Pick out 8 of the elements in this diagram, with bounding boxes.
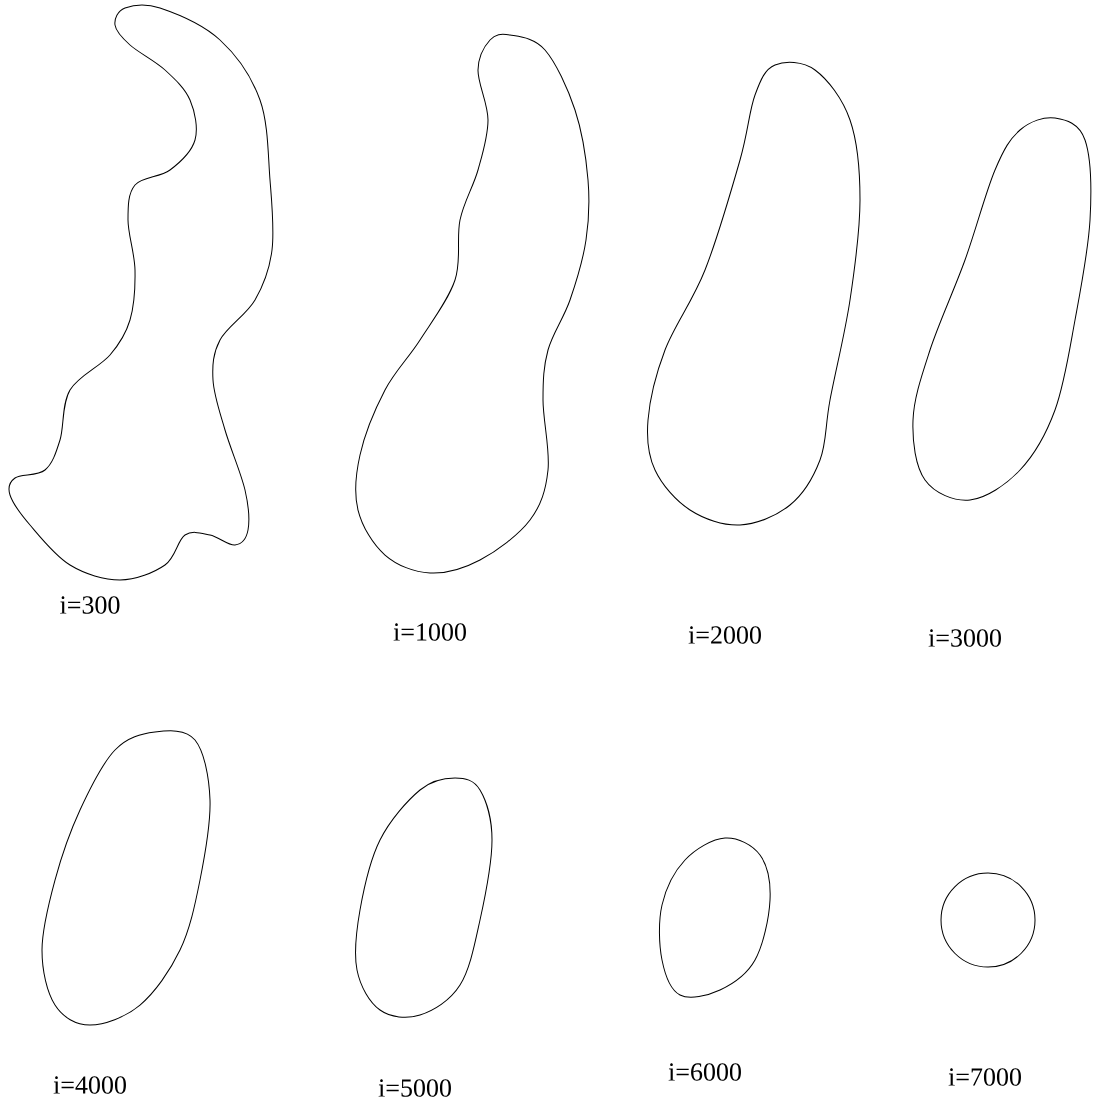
- curve-label: i=2000: [688, 626, 761, 644]
- curve-label: i=300: [60, 596, 120, 614]
- curve-label: i=7000: [948, 1068, 1021, 1086]
- curve-label: i=3000: [928, 629, 1001, 647]
- curve-label: i=4000: [53, 1076, 126, 1094]
- curve-label: i=1000: [393, 623, 466, 641]
- curve-label: i=5000: [378, 1079, 451, 1097]
- curve-label: i=6000: [668, 1063, 741, 1081]
